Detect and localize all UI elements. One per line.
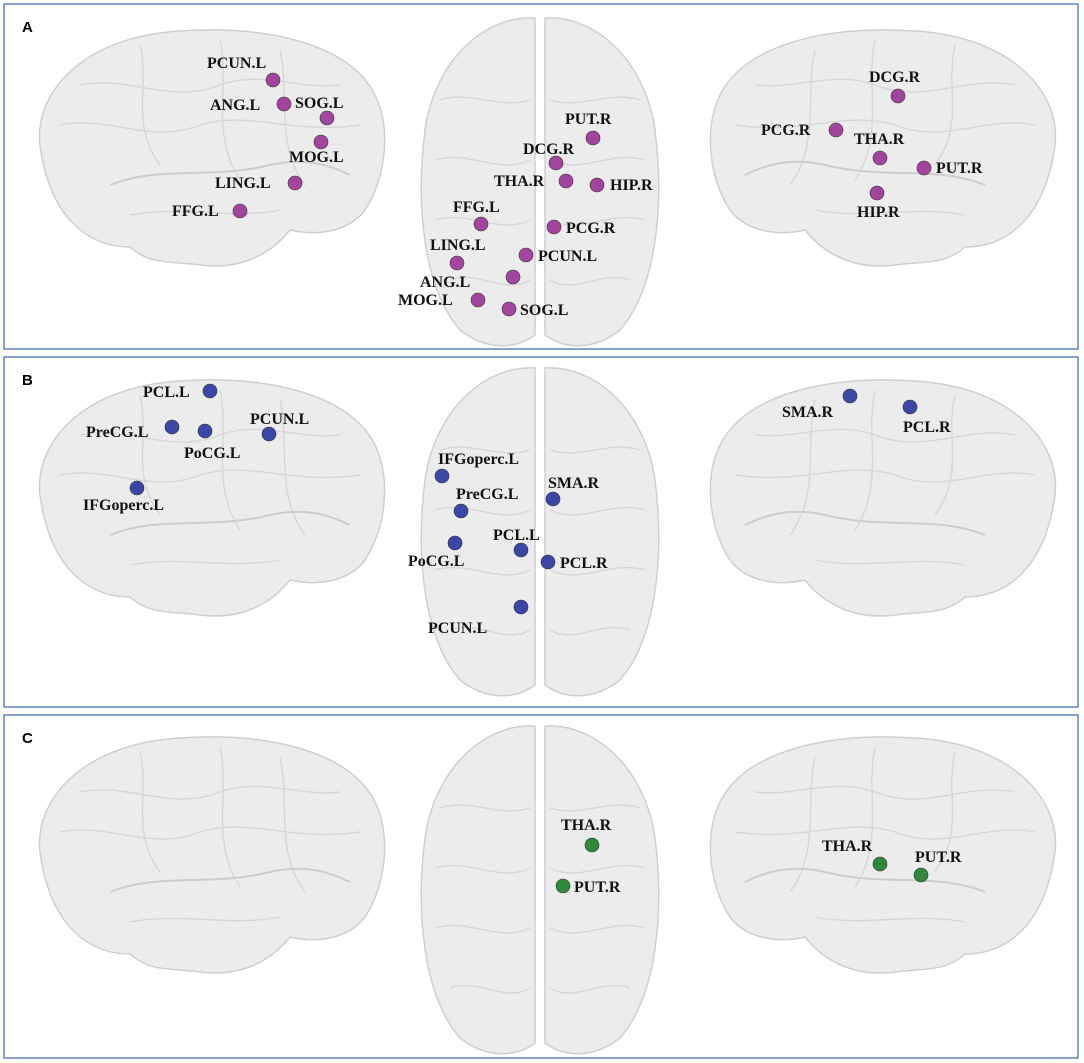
node-label: THA.R [494,173,545,190]
node-label: SMA.R [782,404,834,421]
node-label: PUT.R [915,849,962,866]
node-put-r [555,878,571,894]
node-pcl-l [202,383,218,399]
node-hip-r [869,185,885,201]
node-label: HIP.R [610,177,653,194]
node-label: MOG.L [398,292,453,309]
node-precg-l [164,419,180,435]
node-label: IFGoperc.L [83,497,164,514]
panel-letter-c: C [22,730,33,747]
panel-a: A [3,3,1079,350]
node-label: PCUN.L [538,248,597,265]
node-mog-l [470,292,486,308]
node-pcl-r [540,554,556,570]
node-sog-l [501,301,517,317]
node-label: FFG.L [453,199,500,216]
node-label: DCG.R [523,141,575,158]
node-ifgoperc-l [434,468,450,484]
node-tha-r [584,837,600,853]
node-label: PoCG.L [408,553,464,570]
node-label: DCG.R [869,69,921,86]
node-label: PUT.R [574,879,621,896]
node-pcun-l [265,72,281,88]
node-label: HIP.R [857,204,900,221]
node-pcl-l [513,542,529,558]
node-tha-r [872,856,888,872]
node-label: THA.R [854,131,905,148]
node-put-r [585,130,601,146]
node-mog-l [313,134,329,150]
node-label: PCL.L [493,527,540,544]
brain-right-lateral-b [709,378,1057,617]
node-label: PoCG.L [184,445,240,462]
node-label: THA.R [822,838,873,855]
node-dcg-r [548,155,564,171]
brain-right-lateral-c [709,735,1057,974]
node-label: SOG.L [295,95,343,112]
node-label: MOG.L [289,149,344,166]
node-label: PCL.R [560,555,608,572]
node-put-r [916,160,932,176]
node-pcun-l [261,426,277,442]
node-label: PCUN.L [207,55,266,72]
node-sog-l [319,110,335,126]
node-pocg-l [197,423,213,439]
node-label: ANG.L [210,97,260,114]
nodes-layer: PCUN.L ANG.L SOG.L MOG.L LING.L FFG.L PUT.R DCG… [83,55,983,896]
node-hip-r [589,177,605,193]
node-pocg-l [447,535,463,551]
node-pcun-l [513,599,529,615]
node-ffg-l [473,216,489,232]
node-sma-r [545,491,561,507]
node-label: LING.L [430,237,486,254]
node-ling-l [449,255,465,271]
node-label: PreCG.L [86,424,148,441]
node-dcg-r [890,88,906,104]
node-label: PCG.R [566,220,616,237]
panel-c: C [3,714,1079,1059]
node-precg-l [453,503,469,519]
node-label: PCG.R [761,122,811,139]
node-put-r [913,867,929,883]
brain-left-lateral-c [38,735,386,974]
node-ifgoperc-l [129,480,145,496]
node-label: PUT.R [565,111,612,128]
node-label: PCUN.L [250,411,309,428]
node-pcun-l [518,247,534,263]
panel-b: B [3,356,1079,708]
node-ang-l [276,96,292,112]
node-sma-r [842,388,858,404]
node-tha-r [558,173,574,189]
node-label: SMA.R [548,475,600,492]
node-pcg-r [828,122,844,138]
node-ffg-l [232,203,248,219]
panel-letter-a: A [22,19,33,36]
node-label: IFGoperc.L [438,451,519,468]
node-label: LING.L [215,175,271,192]
node-label: FFG.L [172,203,219,220]
node-pcl-r [902,399,918,415]
node-ling-l [287,175,303,191]
node-label: SOG.L [520,302,568,319]
node-label: PUT.R [936,160,983,177]
node-label: PCL.R [903,419,951,436]
node-ang-l [505,269,521,285]
node-label: PCUN.L [428,620,487,637]
panel-letter-b: B [22,372,33,389]
node-label: THA.R [561,817,612,834]
node-label: ANG.L [420,274,470,291]
node-label: PreCG.L [456,486,518,503]
node-tha-r [872,150,888,166]
node-pcg-r [546,219,562,235]
node-label: PCL.L [143,384,190,401]
